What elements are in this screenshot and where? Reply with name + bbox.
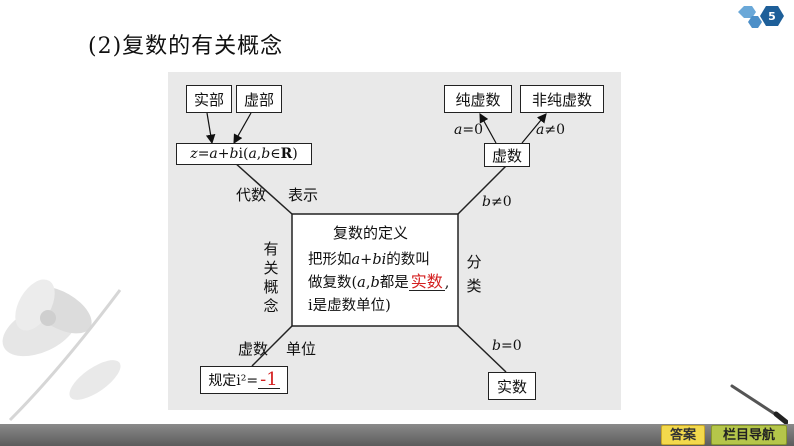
paren-close: )	[292, 146, 298, 162]
definition-line-2: 做复数(a,b都是实数,	[308, 271, 449, 292]
def-line1-post: 的数叫	[386, 252, 430, 268]
label-b-eq-0: b=0	[492, 338, 522, 354]
label-imaginary: 虚数	[238, 340, 269, 358]
b-var-2: b	[261, 146, 271, 162]
b-ne-0-var: b	[482, 194, 491, 210]
page-number: 5	[768, 10, 776, 23]
a-eq-0-var: a	[454, 122, 463, 138]
imag-number-box: 虚数	[484, 143, 530, 167]
section-title: (2)复数的有关概念	[88, 34, 284, 59]
arrow-pure-imag	[479, 112, 497, 144]
a-var-2: a	[248, 146, 257, 162]
real-part-box: 实部	[186, 85, 232, 113]
def-line1-bi: bi	[372, 252, 387, 268]
def-line2-post: ,	[444, 275, 450, 291]
definition-line-1: 把形如a+bi的数叫	[308, 248, 430, 269]
label-b-ne-0: b≠0	[482, 194, 512, 210]
page-number-badge: 5	[738, 6, 784, 28]
b-var: b	[229, 146, 239, 162]
a-eq-0-rest: =0	[462, 122, 483, 138]
flower-decoration	[2, 279, 122, 422]
answer-button[interactable]: 答案	[661, 425, 705, 445]
arrow-imag-part	[233, 112, 252, 145]
def-line1-plus: +	[360, 252, 373, 268]
a-var: a	[209, 146, 218, 162]
arrow-non-pure-imag	[521, 113, 547, 144]
z-var: z	[190, 146, 198, 162]
nav-button[interactable]: 栏目导航	[711, 425, 787, 445]
imag-part-box: 虚部	[236, 85, 282, 113]
b-ne-0-rest: ≠0	[490, 194, 512, 210]
line-to-imag-number	[457, 165, 507, 215]
b-eq-0-rest: =0	[500, 338, 522, 354]
real-number-box: 实数	[488, 372, 536, 400]
def-line1-a: a	[351, 252, 361, 268]
definition-title: 复数的定义	[333, 224, 409, 242]
line-to-algebraic	[233, 161, 293, 215]
paren-open: (	[242, 146, 249, 162]
label-unit: 单位	[286, 340, 317, 358]
real-set-symbol: R	[280, 146, 293, 162]
unit-rule-label: 规定i²=	[208, 373, 259, 389]
eq-sign: =	[197, 146, 210, 162]
label-representation: 表示	[288, 186, 319, 204]
label-algebra: 代数	[236, 186, 267, 204]
pure-imag-box: 纯虚数	[444, 85, 512, 113]
in-symbol: ∈	[270, 146, 281, 162]
def-line2-mid: 都是	[379, 275, 409, 291]
definition-box	[291, 213, 459, 327]
unit-rule-answer: -1	[258, 368, 280, 390]
label-a-ne-0: a≠0	[536, 122, 565, 138]
footer-bar	[0, 424, 794, 446]
def-line2-comma: ,	[365, 275, 371, 291]
label-a-eq-0: a=0	[454, 122, 483, 138]
def-line2-answer: 实数	[408, 272, 445, 291]
non-pure-imag-box: 非纯虚数	[520, 85, 604, 113]
def-line2-b: b	[370, 275, 380, 291]
a-ne-0-var: a	[536, 122, 545, 138]
a-ne-0-rest: ≠0	[544, 122, 565, 138]
comma: ,	[256, 146, 262, 162]
i-unit: i	[238, 146, 243, 162]
line-to-unit-rule	[251, 325, 293, 367]
plus-sign: +	[217, 146, 230, 162]
label-related-concepts: 有关概念	[263, 240, 279, 315]
label-classification: 分类	[466, 253, 482, 295]
unit-rule-box: 规定i²=-1	[200, 366, 288, 394]
def-line1-pre: 把形如	[308, 252, 352, 268]
b-eq-0-var: b	[492, 338, 501, 354]
arrow-real-part	[205, 112, 216, 145]
line-to-real-number	[457, 325, 507, 373]
brush-decoration	[730, 384, 788, 424]
def-line2-a: a	[357, 275, 366, 291]
def-line2-pre: 做复数(	[308, 275, 358, 291]
definition-line-3: i是虚数单位)	[308, 298, 391, 314]
